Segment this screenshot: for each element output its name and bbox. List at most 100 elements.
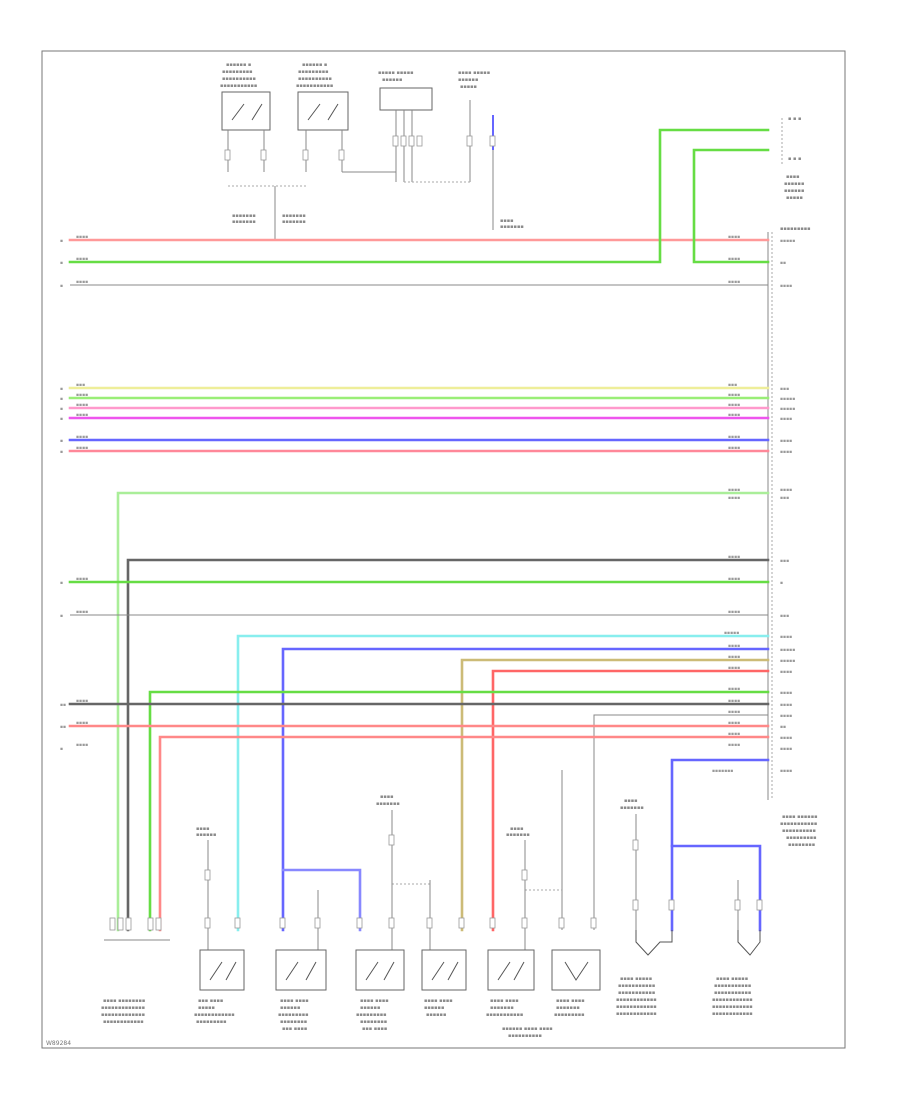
svg-text:▪▪▪▪▪▪: ▪▪▪▪▪▪ (280, 1005, 300, 1011)
svg-text:▪▪▪: ▪▪▪ (780, 614, 789, 619)
svg-text:▪▪▪▪▪: ▪▪▪▪▪ (780, 407, 795, 412)
svg-text:▪▪▪▪▪▪▪▪▪▪▪: ▪▪▪▪▪▪▪▪▪▪▪ (714, 983, 751, 989)
svg-text:▪▪▪▪ ▪▪▪▪▪▪: ▪▪▪▪ ▪▪▪▪▪▪ (782, 814, 817, 820)
svg-text:▪▪▪▪: ▪▪▪▪ (728, 280, 740, 285)
svg-text:▪▪▪▪: ▪▪▪▪ (728, 710, 740, 715)
svg-text:▪▪▪▪: ▪▪▪▪ (728, 610, 740, 615)
left-wire-labels: ▪▪▪▪▪ ▪▪▪▪▪ ▪▪▪▪▪ ▪▪▪▪ ▪▪▪▪▪ ▪▪▪▪▪ ▪▪▪▪▪… (60, 235, 88, 752)
svg-text:▪▪▪▪▪▪▪▪: ▪▪▪▪▪▪▪▪ (280, 1019, 307, 1025)
wire-blue-4 (670, 844, 762, 932)
svg-text:▪▪▪▪: ▪▪▪▪ (728, 687, 740, 692)
wire-cyan (236, 634, 770, 932)
svg-text:▪▪▪▪▪▪▪▪▪: ▪▪▪▪▪▪▪▪▪ (780, 226, 811, 232)
svg-text:▪▪▪▪: ▪▪▪▪ (728, 393, 740, 398)
wire-lightgreen-drop (116, 491, 770, 932)
svg-text:▪▪▪▪▪▪: ▪▪▪▪▪▪ (784, 188, 804, 194)
svg-text:▪▪▪▪▪▪▪: ▪▪▪▪▪▪▪ (620, 805, 644, 811)
svg-text:▪: ▪ (60, 261, 63, 266)
svg-text:▪▪▪▪: ▪▪▪▪ (780, 769, 792, 774)
top-switch-2: ▪▪▪▪▪▪ ▪ ▪▪▪▪▪▪▪▪▪ ▪▪▪▪▪▪▪▪▪▪ ▪▪▪▪▪▪▪▪▪▪… (296, 62, 349, 172)
wire-green-2 (692, 148, 770, 264)
svg-text:▪▪▪▪: ▪▪▪▪ (624, 798, 638, 804)
svg-text:▪: ▪ (60, 614, 63, 619)
svg-text:▪▪▪▪: ▪▪▪▪ (780, 635, 792, 640)
svg-text:▪: ▪ (60, 439, 63, 444)
svg-text:▪▪▪▪▪: ▪▪▪▪▪ (786, 195, 803, 201)
svg-text:▪▪▪▪ ▪▪▪▪: ▪▪▪▪ ▪▪▪▪ (556, 998, 585, 1004)
svg-text:▪: ▪ (60, 450, 63, 455)
svg-text:▪▪▪▪: ▪▪▪▪ (728, 743, 740, 748)
svg-text:▪▪▪▪▪▪ ▪: ▪▪▪▪▪▪ ▪ (302, 62, 327, 68)
svg-text:▪▪▪▪: ▪▪▪▪ (76, 257, 88, 262)
top-sensor-small: ▪▪▪▪ ▪▪▪▪▪ ▪▪▪▪▪▪ ▪▪▪▪▪ ▪▪▪▪ ▪▪▪▪▪▪▪ (458, 70, 524, 230)
svg-text:▪▪▪▪▪▪: ▪▪▪▪▪▪ (426, 1012, 446, 1018)
svg-text:▪▪▪▪▪▪▪▪▪▪: ▪▪▪▪▪▪▪▪▪▪ (298, 76, 332, 82)
svg-text:▪: ▪ (60, 387, 63, 392)
svg-text:▪▪: ▪▪ (780, 725, 786, 730)
bottom-connector-left: ▪▪▪▪ ▪▪▪▪▪▪▪▪ ▪▪▪▪▪▪▪▪▪▪▪▪▪ ▪▪▪▪▪▪▪▪▪▪▪▪… (101, 917, 170, 1025)
svg-text:▪▪▪▪▪▪▪: ▪▪▪▪▪▪▪ (500, 224, 524, 230)
svg-text:▪▪▪▪: ▪▪▪▪ (728, 666, 740, 671)
svg-text:▪▪▪▪: ▪▪▪▪ (76, 699, 88, 704)
svg-text:▪▪▪▪▪▪▪: ▪▪▪▪▪▪▪ (556, 1005, 580, 1011)
svg-text:▪▪▪▪: ▪▪▪▪ (76, 577, 88, 582)
svg-text:▪▪▪▪▪▪▪▪▪▪▪▪: ▪▪▪▪▪▪▪▪▪▪▪▪ (712, 1004, 753, 1010)
svg-text:▪▪▪▪▪▪▪▪▪▪▪▪▪: ▪▪▪▪▪▪▪▪▪▪▪▪▪ (101, 1005, 145, 1011)
svg-text:▪▪▪▪: ▪▪▪▪ (780, 703, 792, 708)
svg-text:▪▪▪▪: ▪▪▪▪ (76, 393, 88, 398)
svg-text:▪▪▪▪▪▪▪▪▪: ▪▪▪▪▪▪▪▪▪ (786, 835, 817, 841)
svg-text:▪▪▪▪▪▪▪▪▪▪▪: ▪▪▪▪▪▪▪▪▪▪▪ (618, 983, 655, 989)
svg-text:▪▪▪▪: ▪▪▪▪ (728, 488, 740, 493)
svg-text:▪▪▪▪: ▪▪▪▪ (510, 826, 524, 832)
svg-text:▪▪▪▪: ▪▪▪▪ (76, 235, 88, 240)
svg-text:▪▪▪▪▪▪ ▪: ▪▪▪▪▪▪ ▪ (226, 62, 251, 68)
svg-text:▪▪▪▪▪▪▪▪: ▪▪▪▪▪▪▪▪ (360, 1019, 387, 1025)
svg-text:▪▪▪▪: ▪▪▪▪ (780, 417, 792, 422)
svg-text:▪▪▪▪▪▪▪▪▪: ▪▪▪▪▪▪▪▪▪ (278, 1012, 309, 1018)
svg-text:▪▪: ▪▪ (60, 703, 66, 708)
svg-text:▪▪▪: ▪▪▪ (76, 383, 85, 388)
svg-text:▪▪▪▪: ▪▪▪▪ (780, 670, 792, 675)
svg-text:▪▪▪▪▪▪▪: ▪▪▪▪▪▪▪ (282, 213, 306, 219)
svg-text:▪▪▪▪▪▪▪: ▪▪▪▪▪▪▪ (232, 213, 256, 219)
svg-text:▪▪▪▪ ▪▪▪▪▪▪▪▪: ▪▪▪▪ ▪▪▪▪▪▪▪▪ (103, 998, 145, 1004)
svg-text:▪▪▪: ▪▪▪ (780, 387, 789, 392)
svg-text:▪▪▪▪▪▪▪▪▪▪▪: ▪▪▪▪▪▪▪▪▪▪▪ (220, 83, 257, 89)
svg-text:▪▪▪▪▪▪▪: ▪▪▪▪▪▪▪ (232, 219, 256, 225)
svg-text:▪▪▪▪▪: ▪▪▪▪▪ (724, 631, 739, 636)
svg-text:▪: ▪ (60, 397, 63, 402)
svg-text:▪▪▪▪: ▪▪▪▪ (780, 747, 792, 752)
svg-text:▪▪▪▪▪▪▪▪▪▪▪▪: ▪▪▪▪▪▪▪▪▪▪▪▪ (194, 1012, 235, 1018)
top-switch-1: ▪▪▪▪▪▪ ▪ ▪▪▪▪▪▪▪▪▪ ▪▪▪▪▪▪▪▪▪▪ ▪▪▪▪▪▪▪▪▪▪… (220, 62, 271, 172)
wire-blue-jumper (281, 868, 362, 932)
svg-text:▪▪▪▪▪▪ ▪▪▪▪ ▪▪▪▪: ▪▪▪▪▪▪ ▪▪▪▪ ▪▪▪▪ (502, 1026, 553, 1032)
svg-text:▪▪▪▪▪▪▪▪: ▪▪▪▪▪▪▪▪ (788, 842, 815, 848)
svg-text:▪▪▪▪: ▪▪▪▪ (780, 488, 792, 493)
svg-text:▪: ▪ (60, 417, 63, 422)
svg-text:▪▪▪▪▪: ▪▪▪▪▪ (780, 397, 795, 402)
svg-text:▪: ▪ (60, 407, 63, 412)
svg-text:▪▪▪▪: ▪▪▪▪ (728, 496, 740, 501)
svg-text:▪▪▪▪▪: ▪▪▪▪▪ (198, 1005, 215, 1011)
svg-text:▪▪▪▪▪▪▪▪▪▪▪: ▪▪▪▪▪▪▪▪▪▪▪ (486, 1012, 523, 1018)
svg-text:▪▪▪▪ ▪▪▪▪: ▪▪▪▪ ▪▪▪▪ (424, 998, 453, 1004)
svg-text:▪▪▪: ▪▪▪ (728, 383, 737, 388)
svg-text:▪▪▪▪▪▪: ▪▪▪▪▪▪ (382, 77, 402, 83)
wire-tan (460, 658, 770, 932)
svg-text:▪▪▪▪▪▪▪: ▪▪▪▪▪▪▪ (376, 801, 400, 807)
svg-text:▪▪▪▪▪▪▪▪▪▪: ▪▪▪▪▪▪▪▪▪▪ (222, 76, 256, 82)
svg-text:▪: ▪ (60, 581, 63, 586)
svg-text:▪▪▪▪▪▪▪: ▪▪▪▪▪▪▪ (712, 769, 733, 774)
svg-text:▪▪▪▪▪▪▪▪▪▪▪▪: ▪▪▪▪▪▪▪▪▪▪▪▪ (616, 1004, 657, 1010)
switch-3: ▪▪▪▪ ▪▪▪▪▪▪▪ ▪▪▪▪ ▪▪▪▪ ▪▪▪▪▪▪ ▪▪▪▪▪▪▪▪▪ … (355, 794, 405, 1032)
svg-text:▪▪▪▪▪▪▪▪▪▪▪: ▪▪▪▪▪▪▪▪▪▪▪ (780, 821, 817, 827)
svg-text:▪▪▪▪▪ ▪▪▪▪▪: ▪▪▪▪▪ ▪▪▪▪▪ (378, 70, 413, 76)
switch-4: ▪▪▪▪ ▪▪▪▪ ▪▪▪▪▪▪ ▪▪▪▪▪▪ (421, 880, 467, 1018)
heater-element-2: ▪▪▪▪ ▪▪▪▪▪ ▪▪▪▪▪▪▪▪▪▪▪ ▪▪▪▪▪▪▪▪▪▪▪ ▪▪▪▪▪… (712, 880, 763, 1017)
svg-text:▪▪▪▪: ▪▪▪▪ (728, 732, 740, 737)
switch-2: ▪▪▪▪ ▪▪▪▪ ▪▪▪▪▪▪ ▪▪▪▪▪▪▪▪▪ ▪▪▪▪▪▪▪▪ ▪▪▪ … (275, 890, 327, 1032)
diagram-reference: W89284 (46, 1040, 71, 1047)
svg-text:▪▪▪▪▪▪▪▪▪▪▪▪: ▪▪▪▪▪▪▪▪▪▪▪▪ (712, 997, 753, 1003)
svg-text:▪▪▪▪▪: ▪▪▪▪▪ (780, 239, 795, 244)
